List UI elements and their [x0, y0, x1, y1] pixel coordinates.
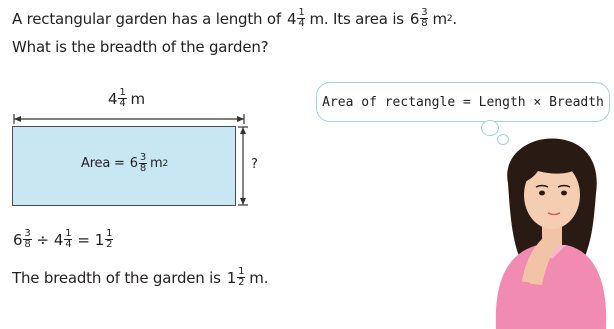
length-label: 4 1 4 m	[107, 88, 145, 109]
work-b-denominator: 4	[65, 239, 72, 250]
area-unit: m	[432, 9, 447, 28]
length-fraction: 1 4	[297, 7, 306, 29]
answer-unit: m.	[249, 268, 269, 287]
working-equation: 6 3 8 ÷ 4 1 4 = 1 1 2	[12, 229, 114, 250]
problem-text-mid: m. Its area is	[309, 9, 404, 28]
area-denominator: 8	[421, 18, 428, 29]
area-label-text: Area =	[81, 156, 125, 171]
answer-numerator: 1	[237, 266, 246, 278]
area-numerator: 3	[420, 7, 429, 19]
length-denominator: 4	[298, 18, 305, 29]
work-result-denominator: 2	[106, 239, 113, 250]
diagram-length-numerator: 1	[118, 87, 127, 99]
work-result-numerator: 1	[105, 228, 114, 240]
rect-area-fraction: 3 8	[138, 152, 147, 174]
work-a-fraction: 3 8	[23, 228, 32, 250]
length-numerator: 1	[297, 7, 306, 19]
diagram-length-denominator: 4	[119, 98, 126, 109]
answer-fraction: 1 2	[237, 266, 246, 288]
problem-line-2: What is the breadth of the garden?	[12, 38, 269, 56]
answer-line: The breadth of the garden is 1 1 2 m.	[12, 267, 268, 288]
thought-bubble: Area of rectangle = Length × Breadth	[316, 82, 610, 122]
diagram-length-fraction: 1 4	[118, 87, 127, 109]
rect-area-unit: m	[150, 156, 163, 171]
work-a-numerator: 3	[23, 228, 32, 240]
breadth-unknown-label: ?	[251, 157, 258, 172]
work-result-fraction: 1 2	[105, 228, 114, 250]
area-whole: 6	[409, 9, 420, 28]
problem-text-start: A rectangular garden has a length of	[12, 9, 281, 28]
answer-text: The breadth of the garden is	[12, 268, 221, 287]
answer-denominator: 2	[238, 277, 245, 288]
girl-thinking-illustration	[495, 138, 607, 329]
work-a-whole: 6	[13, 230, 23, 249]
breadth-arrow	[238, 126, 248, 206]
work-a-denominator: 8	[24, 239, 31, 250]
work-equals: =	[77, 230, 90, 249]
problem-line-1: A rectangular garden has a length of 4 1…	[12, 7, 457, 29]
answer-whole: 1	[226, 268, 237, 287]
rect-area-numerator: 3	[138, 152, 147, 164]
work-b-numerator: 1	[64, 228, 73, 240]
length-whole: 4	[286, 9, 297, 28]
diagram-length-whole: 4	[108, 89, 118, 108]
thought-bubble-dot-large	[481, 120, 499, 136]
diagram-length-unit: m	[130, 89, 146, 108]
area-fraction: 3 8	[420, 7, 429, 29]
thought-bubble-dot-small	[497, 134, 509, 145]
rect-area-denominator: 8	[139, 163, 146, 174]
work-b-fraction: 1 4	[64, 228, 73, 250]
rect-area-whole: 6	[129, 156, 138, 171]
work-operator: ÷	[36, 230, 50, 249]
length-arrow	[13, 114, 245, 124]
work-result-whole: 1	[94, 230, 105, 249]
work-b-whole: 4	[53, 230, 64, 249]
